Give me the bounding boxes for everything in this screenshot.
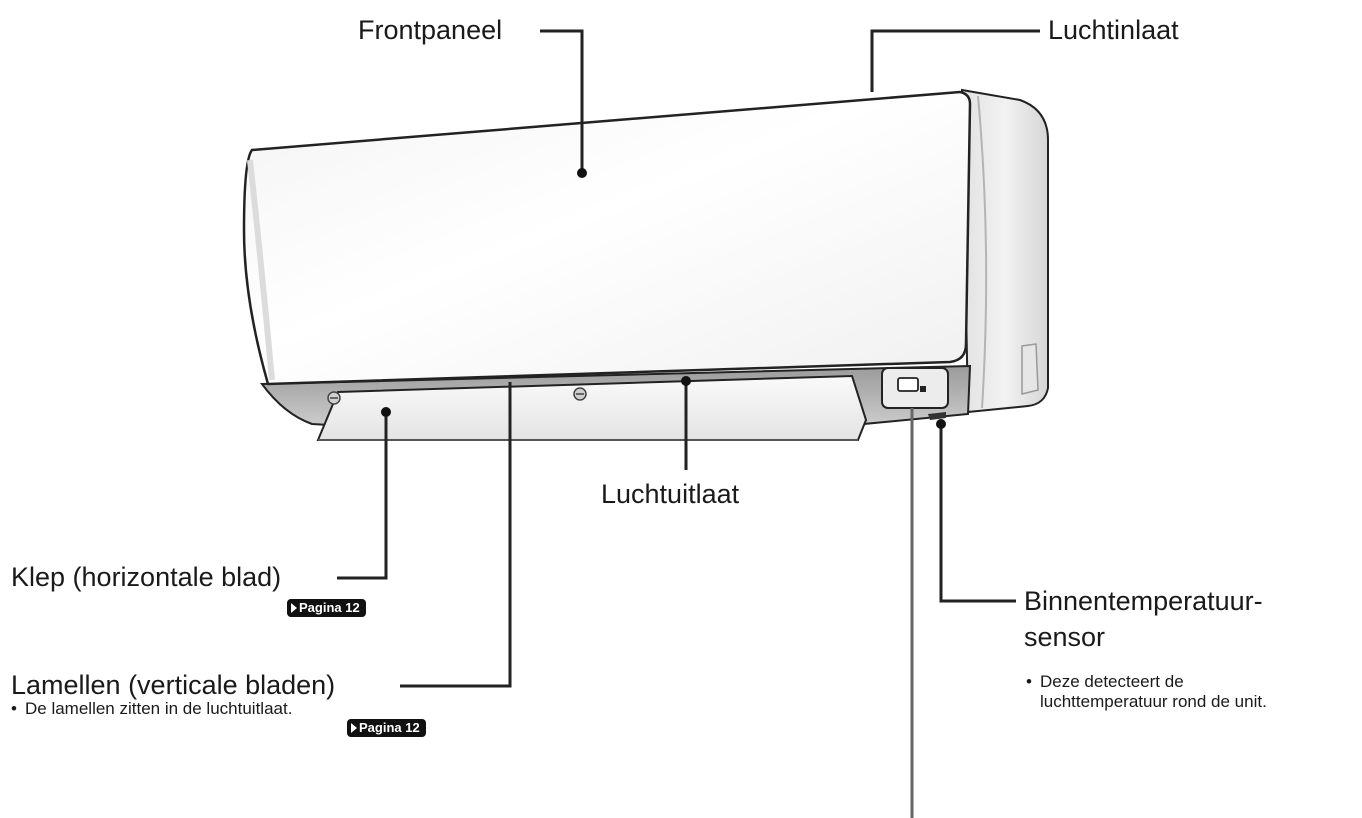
- leader-luchtinlaat: [870, 29, 1040, 92]
- badge-text: Pagina 12: [359, 720, 420, 735]
- leader-lines: [337, 29, 1040, 818]
- note-sensor-line1: • Deze detecteert de: [1026, 672, 1184, 692]
- flap-shape: [316, 374, 868, 441]
- front-panel-shading: [247, 159, 275, 381]
- label-sensor-line2: sensor: [1024, 622, 1106, 652]
- label-luchtinlaat: Luchtinlaat: [1048, 15, 1179, 45]
- leader-klep: [337, 413, 388, 580]
- label-frontpaneel: Frontpaneel: [358, 15, 503, 45]
- side-casing-slot: [1021, 343, 1039, 395]
- indoor-unit: [242, 88, 1049, 442]
- note-lamellen: • De lamellen zitten in de luchtuitlaat.: [11, 699, 292, 719]
- dot-frontpaneel: [577, 168, 587, 178]
- note-text: Deze detecteert de: [1040, 672, 1184, 691]
- play-icon: [351, 723, 357, 733]
- side-casing-groove: [977, 95, 988, 409]
- note-sensor-line2: luchttemperatuur rond de unit.: [1040, 692, 1267, 711]
- temperature-sensor-shape: [928, 412, 946, 420]
- label-luchtuitlaat: Luchtuitlaat: [601, 479, 740, 509]
- display-window-icon: [897, 377, 919, 392]
- bullet: •: [1026, 672, 1032, 691]
- screw-icon: [573, 387, 587, 401]
- dot-klep: [381, 407, 391, 417]
- leader-sensor: [939, 424, 1016, 603]
- label-sensor-line1: Binnentemperatuur-: [1024, 586, 1263, 616]
- bullet: •: [11, 699, 17, 718]
- badge-text: Pagina 12: [299, 600, 360, 615]
- front-panel-shape: [242, 90, 972, 386]
- label-lamellen: Lamellen (verticale bladen): [11, 670, 336, 700]
- screw-icon: [327, 391, 341, 405]
- dot-sensor: [936, 419, 946, 429]
- page-reference-lamellen: Pagina 12: [347, 719, 426, 737]
- leader-lamellen: [400, 382, 512, 688]
- play-icon: [291, 603, 297, 613]
- label-klep: Klep (horizontale blad): [11, 562, 282, 592]
- leader-frontpaneel: [540, 29, 584, 172]
- dot-luchtuitlaat: [681, 376, 691, 386]
- page-reference-klep: Pagina 12: [287, 599, 366, 617]
- indicator-icon: [920, 386, 926, 392]
- leader-dots: [381, 168, 946, 429]
- note-text: De lamellen zitten in de luchtuitlaat.: [25, 699, 293, 718]
